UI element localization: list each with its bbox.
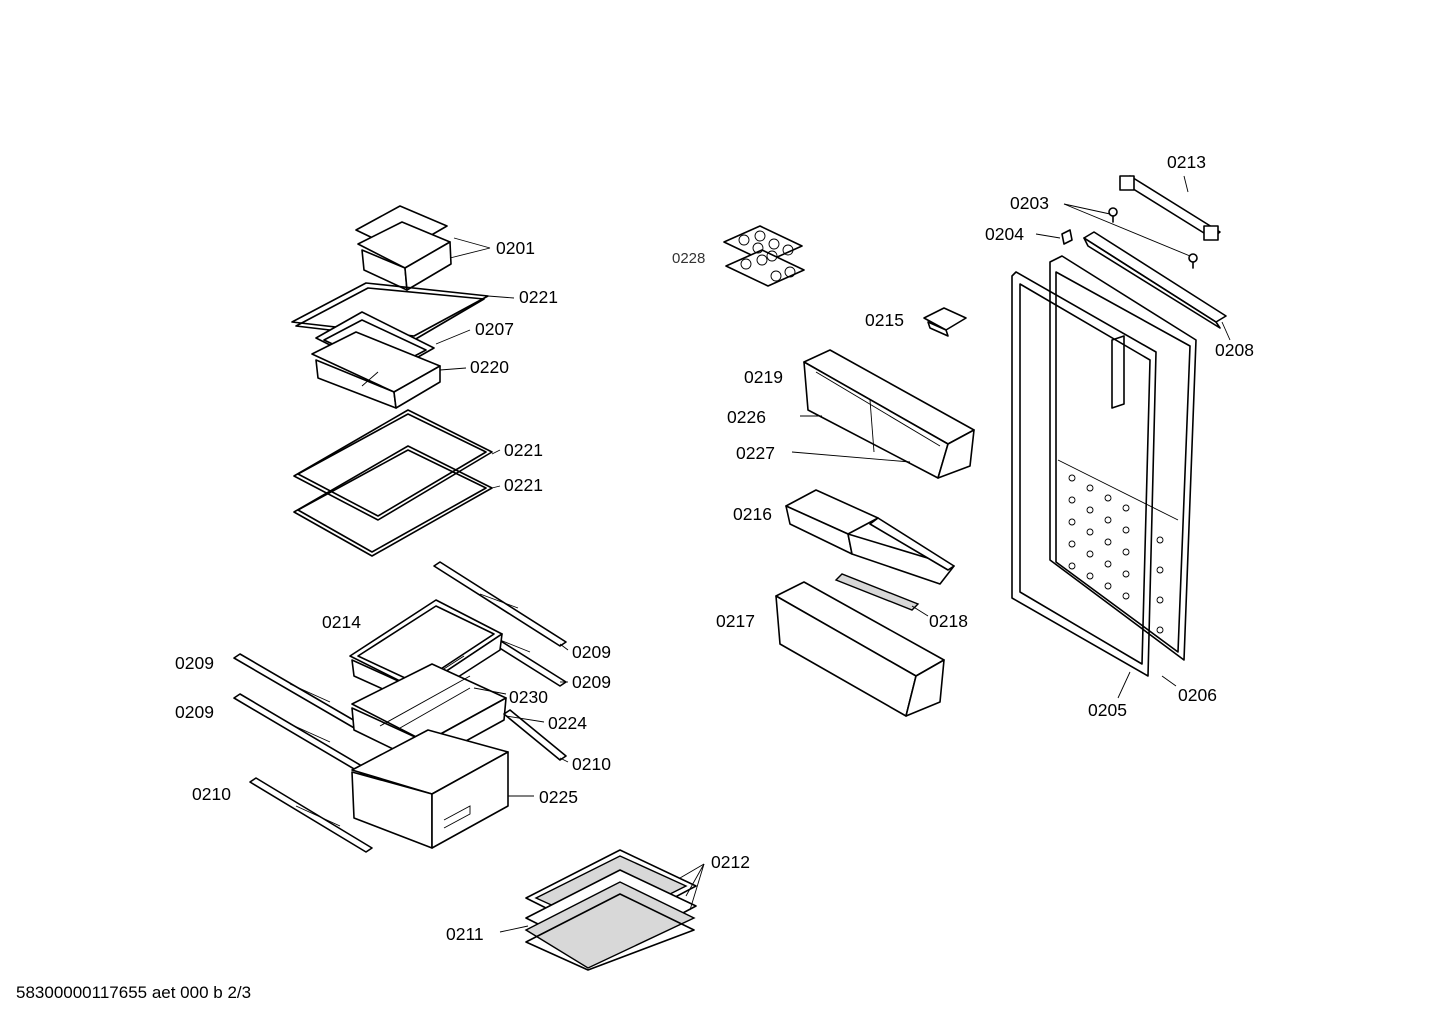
label-0209-left-upper: 0209 xyxy=(175,653,214,673)
label-0201: 0201 xyxy=(496,238,535,258)
part-0220-crisper xyxy=(311,331,441,409)
label-0217: 0217 xyxy=(716,611,755,631)
label-0213: 0213 xyxy=(1167,152,1206,172)
part-0218-strip xyxy=(834,573,920,611)
label-0209-right-upper: 0209 xyxy=(572,642,611,662)
label-0216: 0216 xyxy=(733,504,772,524)
part-0209-rail-right-upper xyxy=(433,561,567,647)
part-0217-door-bin xyxy=(775,581,945,717)
part-0215-cup xyxy=(923,307,967,337)
label-0225: 0225 xyxy=(539,787,578,807)
label-0228: 0228 xyxy=(672,250,705,267)
label-0208: 0208 xyxy=(1215,340,1254,360)
label-0212: 0212 xyxy=(711,852,750,872)
label-0203: 0203 xyxy=(1010,193,1049,213)
part-0210-rail-right xyxy=(503,709,567,761)
label-0204: 0204 xyxy=(985,224,1024,244)
label-0214: 0214 xyxy=(322,612,361,632)
label-0226: 0226 xyxy=(727,407,766,427)
document-number: 58300000117655 aet 000 b 2/3 xyxy=(16,983,251,1002)
label-0218: 0218 xyxy=(929,611,968,631)
part-0228-egg-tray xyxy=(723,225,805,287)
label-0210-right: 0210 xyxy=(572,754,611,774)
label-0221-top: 0221 xyxy=(519,287,558,307)
part-0219-dairy-compartment xyxy=(803,349,975,479)
label-0215: 0215 xyxy=(865,310,904,330)
label-0227: 0227 xyxy=(736,443,775,463)
part-0201-tray xyxy=(355,205,452,291)
part-0221-shelf-lower xyxy=(293,445,493,557)
label-0210-left: 0210 xyxy=(192,784,231,804)
part-0209-rail-left-lower xyxy=(233,693,373,777)
part-0225-bin xyxy=(351,729,509,849)
part-0204-clip xyxy=(1061,229,1073,245)
part-0211-grille xyxy=(524,881,696,971)
part-0216-bin xyxy=(785,489,955,585)
label-0206: 0206 xyxy=(1178,685,1217,705)
label-0230: 0230 xyxy=(509,687,548,707)
part-0208-bracket xyxy=(1083,231,1227,329)
label-0207: 0207 xyxy=(475,319,514,339)
label-0209-right-lower: 0209 xyxy=(572,672,611,692)
label-0205: 0205 xyxy=(1088,700,1127,720)
part-0206-door xyxy=(1049,255,1197,661)
part-0205-gasket xyxy=(1011,271,1157,677)
part-0221-shelf-middle xyxy=(293,409,493,521)
label-0220: 0220 xyxy=(470,357,509,377)
label-0209-left-lower: 0209 xyxy=(175,702,214,722)
part-0203-screws xyxy=(1108,207,1198,269)
label-0211: 0211 xyxy=(446,924,484,944)
part-0213-handle xyxy=(1119,175,1221,241)
leader-lines xyxy=(435,175,1231,933)
label-0219: 0219 xyxy=(744,367,783,387)
door-liner-pattern xyxy=(1068,474,1164,634)
part-0210-rail-left xyxy=(249,777,373,853)
label-0224: 0224 xyxy=(548,713,587,733)
label-0221-lower: 0221 xyxy=(504,475,543,495)
label-0221-middle: 0221 xyxy=(504,440,543,460)
part-labels: 0201 0221 0207 0220 0221 0221 0214 0209 … xyxy=(175,152,1254,944)
